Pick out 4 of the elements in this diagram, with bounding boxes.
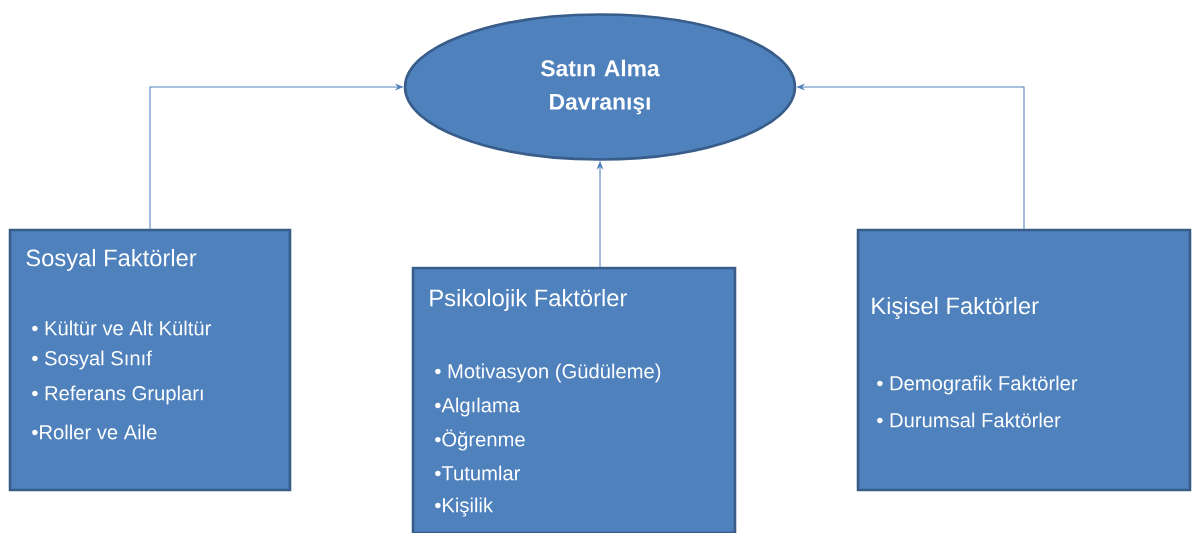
ellipse-node: Satın Alma Davranışı [403, 13, 797, 161]
factor-box: Kişisel Faktörler • Demografik Faktörler • Durumsal Faktörler [856, 228, 1192, 492]
factor-box: Psikolojik Faktörler • Motivasyon (Güdüleme) •Algılama •Öğrenme •Tutumlar •Kişilik [411, 266, 737, 533]
factor-box: Sosyal Faktörler • Kültür ve Alt Kültür • Sosyal Sınıf • Referans Grupları •Roller ve Aile [8, 228, 292, 492]
